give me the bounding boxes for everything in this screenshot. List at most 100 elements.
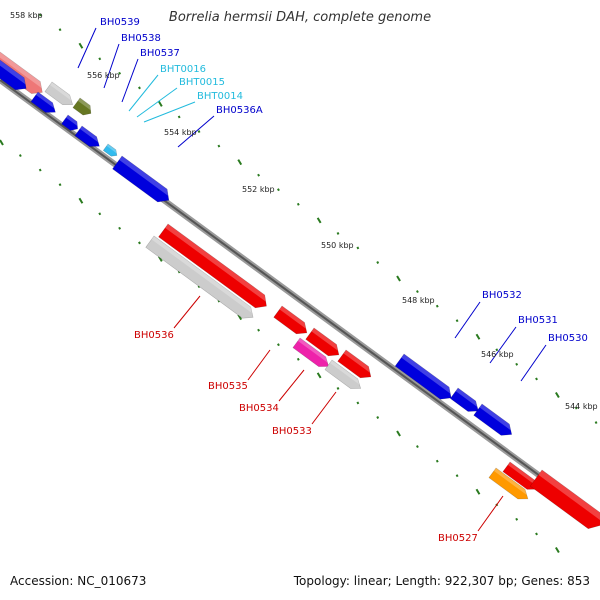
tick-mark <box>257 173 260 177</box>
tick-mark <box>38 168 42 172</box>
gene-arrow-shine <box>401 354 451 394</box>
tick-mark <box>356 401 360 405</box>
gene-arrow-20 <box>488 467 529 500</box>
tick-mark <box>555 546 560 553</box>
leader-line-bh0531 <box>489 326 517 364</box>
gene-arrow-body <box>529 469 600 529</box>
tick-mark <box>475 333 481 340</box>
gene-arrow-body <box>30 91 56 113</box>
tick-mark <box>0 139 4 146</box>
gene-arrow-body <box>305 327 340 357</box>
gene-arrow-11 <box>273 305 308 335</box>
gene-label-bh0530: BH0530 <box>548 333 588 344</box>
scale-label-548-kbp: 548 kbp <box>402 296 435 305</box>
tick-mark <box>356 246 360 250</box>
tick-mark <box>138 241 141 245</box>
tick-mark <box>38 13 42 17</box>
tick-mark <box>594 421 598 425</box>
tick-mark <box>336 386 340 390</box>
gene-arrow-shine <box>455 388 478 407</box>
leader-line-bh0535 <box>247 349 271 381</box>
genome-backbone <box>0 77 600 523</box>
gene-arrow-shine <box>343 350 370 373</box>
gene-arrow-body <box>394 353 452 400</box>
gene-arrow-shine <box>77 98 91 111</box>
gene-arrow-4 <box>30 91 56 113</box>
leader-line-bh0532 <box>454 301 481 339</box>
leader-line-bh0538 <box>103 43 120 89</box>
tick-mark <box>515 517 519 521</box>
scale-label-546-kbp: 546 kbp <box>481 350 514 359</box>
tick-mark <box>296 357 300 361</box>
gene-labels: BH0539BH0538BH0537BHT0016BHT0015BHT0014B… <box>100 17 588 544</box>
tick-mark <box>435 459 439 463</box>
gene-arrow-body <box>61 114 78 131</box>
scale-label-552-kbp: 552 kbp <box>242 185 275 194</box>
tick-mark <box>237 159 243 166</box>
gene-arrow-body <box>102 143 118 157</box>
gene-arrow-1 <box>44 81 73 105</box>
leader-lines <box>77 27 547 532</box>
gene-arrow-body <box>0 59 27 91</box>
gene-label-bh0532: BH0532 <box>482 290 522 301</box>
tick-mark <box>138 86 141 90</box>
gene-arrow-body <box>112 155 170 203</box>
tick-mark <box>316 217 322 224</box>
tick-mark <box>495 348 499 352</box>
gene-label-bh0534: BH0534 <box>239 403 279 414</box>
gene-label-bh0537: BH0537 <box>140 48 180 59</box>
feature-boxes <box>0 51 600 529</box>
gene-label-bht0015: BHT0015 <box>179 77 225 88</box>
gene-arrow-17 <box>449 387 479 412</box>
gene-label-bh0539: BH0539 <box>100 17 140 28</box>
leader-line-bh0539 <box>77 27 97 69</box>
gene-label-bh0536: BH0536 <box>134 330 174 341</box>
leader-line-bh0536 <box>173 295 201 329</box>
tick-mark <box>535 532 538 536</box>
gene-arrow-body <box>488 467 529 500</box>
gene-label-bh0536a: BH0536A <box>216 105 263 116</box>
gene-label-bh0533: BH0533 <box>272 426 312 437</box>
gene-arrow-shine <box>0 52 42 89</box>
scale-label-558-kbp: 558 kbp <box>10 11 43 20</box>
gene-arrow-shine <box>493 468 527 496</box>
gene-arrow-shine <box>279 306 306 329</box>
tick-mark <box>197 130 201 133</box>
leader-line-bh0530 <box>520 344 547 382</box>
tick-mark <box>296 202 300 206</box>
gene-arrow-body <box>502 461 538 490</box>
gene-arrow-shine <box>538 470 600 521</box>
tick-mark <box>535 377 538 381</box>
gene-arrow-shine <box>479 404 511 431</box>
gene-arrow-7 <box>102 143 118 157</box>
scale-label-554-kbp: 554 kbp <box>164 128 197 137</box>
gene-arrow-21 <box>529 469 600 529</box>
gene-arrow-19 <box>502 461 538 490</box>
gene-arrow-body <box>44 81 73 105</box>
gene-arrow-shine <box>165 224 266 302</box>
tick-mark <box>118 71 122 75</box>
leader-line-bht0015 <box>136 87 178 118</box>
gene-arrow-2 <box>72 97 92 116</box>
gene-arrow-5 <box>61 114 78 131</box>
leader-line-bh0536a <box>177 115 215 148</box>
tick-mark <box>118 226 122 230</box>
gene-arrow-body <box>324 359 362 389</box>
gene-arrow-body <box>292 337 330 367</box>
gene-label-bh0531: BH0531 <box>518 315 558 326</box>
tick-mark <box>217 144 221 148</box>
map-title: Borrelia hermsii DAH, complete genome <box>168 10 432 25</box>
scale-label-544-kbp: 544 kbp <box>565 402 598 411</box>
scale-label-556-kbp: 556 kbp <box>87 71 120 80</box>
tick-mark <box>475 488 481 495</box>
tick-mark <box>157 100 163 107</box>
backbone-core-line <box>0 79 600 521</box>
gene-arrow-body <box>72 97 92 116</box>
gene-label-bh0527: BH0527 <box>438 533 478 544</box>
gene-arrow-14 <box>292 337 330 367</box>
gene-arrow-body <box>473 403 513 436</box>
tick-mark <box>316 372 322 379</box>
tick-mark <box>58 28 62 32</box>
